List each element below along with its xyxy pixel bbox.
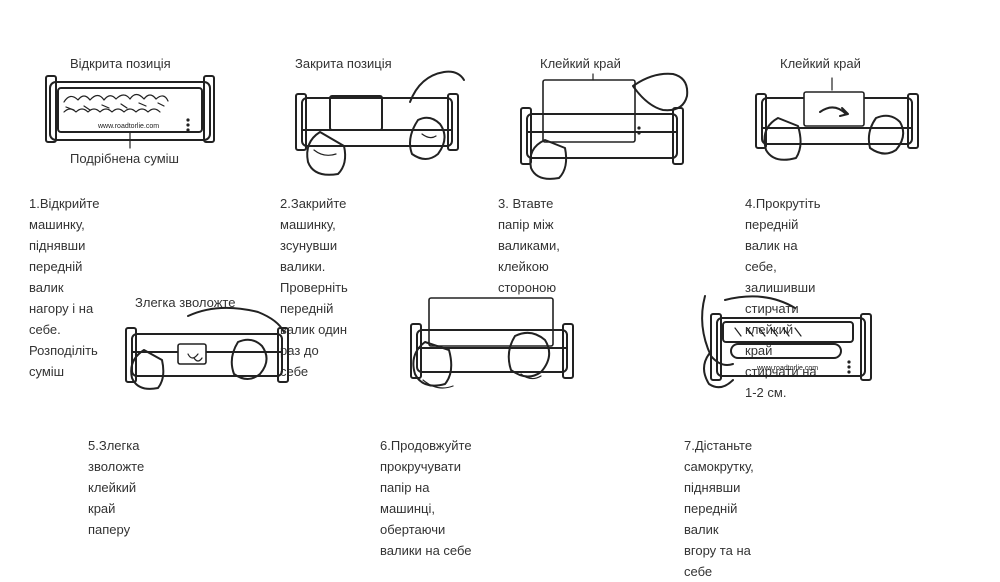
illustration-roll-front-roller	[748, 68, 928, 183]
illustration-closed-machine	[290, 68, 470, 183]
label-moisten-slightly: Злегка зволожте	[135, 295, 236, 310]
illustration-take-out-roll: www.roadtorlie.com	[695, 290, 875, 400]
illustration-open-machine: www.roadtorlie.com	[40, 70, 220, 160]
label-closed-position: Закрита позиція	[295, 56, 392, 71]
svg-text:www.roadtorlie.com: www.roadtorlie.com	[756, 365, 818, 372]
label-sticky-edge: Клейкий край	[540, 56, 621, 71]
caption-step-7: 7.Дістаньте самокрутку, піднявши передні…	[684, 438, 754, 579]
label-sticky-edge-2: Клейкий край	[780, 56, 861, 71]
label-open-position: Відкрита позиція	[70, 56, 171, 71]
label-shredded-mix: Подрібнена суміш	[70, 151, 179, 166]
illustration-moisten-edge	[118, 298, 298, 408]
caption-step-2: 2.Закрийте машинку, зсунувши валики. Про…	[280, 196, 348, 379]
svg-text:www.roadtorlie.com: www.roadtorlie.com	[97, 123, 159, 130]
illustration-continue-rolling	[405, 290, 585, 410]
caption-step-1: 1.Відкрийте машинку, піднявши передній в…	[29, 196, 100, 379]
caption-step-6: 6.Продовжуйте прокручувати папір на маши…	[380, 438, 472, 558]
illustration-insert-paper	[515, 68, 695, 183]
caption-step-5: 5.Злегка зволожте клейкий край паперу	[88, 438, 145, 537]
